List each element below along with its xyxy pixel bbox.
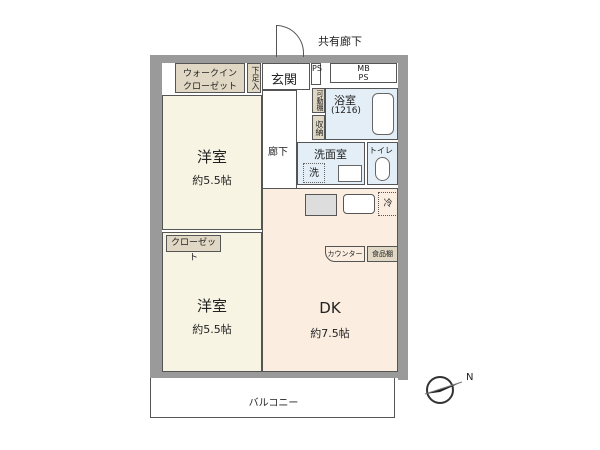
pantry: 食品棚 (367, 246, 398, 262)
ps: PS (311, 63, 322, 85)
washer: 洗 (303, 163, 325, 183)
toilet-label: トイレ (369, 146, 393, 155)
wall-right (398, 55, 408, 380)
walkin-label: ウォークイン (182, 69, 237, 79)
wall-top (150, 55, 408, 63)
washroom: 洗面室 洗 (297, 142, 365, 185)
entrance: 玄関 (262, 63, 310, 90)
dk-size: 約7.5帖 (310, 327, 350, 340)
entrance-label: 玄関 (271, 73, 298, 88)
balcony-label: バルコニー (248, 398, 299, 409)
walk-in-closet: ウォークイン クローゼット (175, 63, 245, 93)
dk-label: DK (319, 299, 341, 317)
mb-ps: MB PS (330, 63, 397, 83)
room1-label: 洋室 (196, 148, 227, 166)
stove-icon (305, 194, 337, 216)
bathtub-icon (372, 93, 394, 135)
western-room-1: 洋室 約5.5帖 (162, 95, 262, 230)
washroom-label: 洗面室 (314, 148, 347, 161)
storage: 収納 (312, 115, 325, 140)
toilet-room: トイレ (367, 142, 398, 185)
ps-label: PS (358, 73, 369, 82)
sink-icon (338, 165, 362, 182)
bathroom: 浴室 (1216) (325, 88, 398, 140)
shared-corridor-label: 共有廊下 (318, 35, 362, 48)
western-room-2: クローゼット 洋室 約5.5帖 (162, 232, 262, 372)
toilet-icon (375, 157, 390, 181)
kitchen-sink-icon (343, 194, 375, 214)
shoe-cabinet: 下足入 (247, 63, 261, 93)
dk: 冷 カウンター 食品棚 DK 約7.5帖 (262, 188, 398, 372)
bath-size: (1216) (331, 106, 361, 116)
wall-left (150, 55, 162, 380)
entrance-door[interactable] (276, 25, 304, 57)
room1-size: 約5.5帖 (192, 174, 232, 187)
hall-label: 廊下 (268, 147, 288, 158)
walkin-label-2: クローゼット (182, 82, 237, 92)
room2-label: 洋室 (196, 297, 227, 315)
room2-size: 約5.5帖 (192, 323, 232, 336)
wall-bottom (150, 372, 408, 378)
mb-label: MB (357, 64, 370, 73)
bath-label: 浴室 (334, 94, 356, 107)
compass-icon (424, 376, 463, 404)
closet: クローゼット (166, 235, 221, 263)
counter: カウンター (325, 246, 365, 262)
balcony: バルコニー (150, 378, 395, 418)
movable-shelf: 可動棚 (312, 88, 325, 113)
north-label: N (466, 372, 474, 383)
fridge: 冷 (378, 192, 398, 216)
